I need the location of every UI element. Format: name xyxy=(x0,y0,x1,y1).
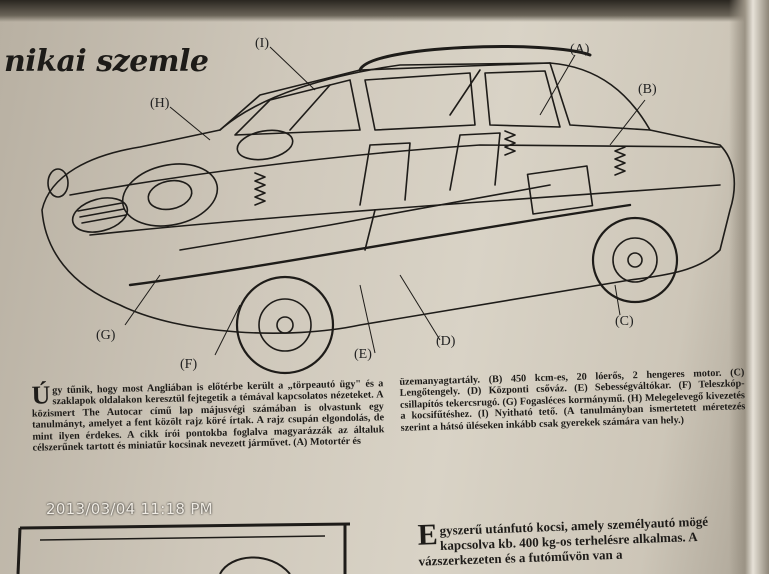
article-column-1: Ú gy tűnik, hogy most Angliában is előté… xyxy=(31,378,384,454)
label-i: (I) xyxy=(255,36,269,51)
label-f: (F) xyxy=(180,357,198,372)
second-article-text: gyszerű utánfutó kocsi, amely személyaut… xyxy=(418,513,709,569)
label-c: (C) xyxy=(615,314,634,329)
label-g: (G) xyxy=(96,328,116,343)
article-text-1: gy tűnik, hogy most Angliában is előtérb… xyxy=(31,378,385,454)
label-a: (A) xyxy=(570,42,590,57)
top-shadow xyxy=(0,0,769,22)
trailer-illustration xyxy=(16,522,351,574)
label-e: (E) xyxy=(354,347,372,362)
dropcap-e: E xyxy=(417,518,439,552)
dropcap: Ú xyxy=(31,380,51,410)
label-d: (D) xyxy=(436,334,456,349)
article-text-2: üzemanyagtartály. (B) 450 kcm-es, 20 lóe… xyxy=(399,367,746,434)
car-cutaway-illustration xyxy=(41,45,736,375)
article-column-2: üzemanyagtartály. (B) 450 kcm-es, 20 lóe… xyxy=(399,367,745,434)
page-edge xyxy=(729,0,769,574)
second-article: E gyszerű utánfutó kocsi, amely személya… xyxy=(417,512,748,569)
photo-timestamp: 2013/03/04 11:18 PM xyxy=(46,500,213,518)
section-heading: nikai szemle xyxy=(4,44,209,79)
label-b: (B) xyxy=(638,82,657,97)
label-h: (H) xyxy=(150,96,170,111)
